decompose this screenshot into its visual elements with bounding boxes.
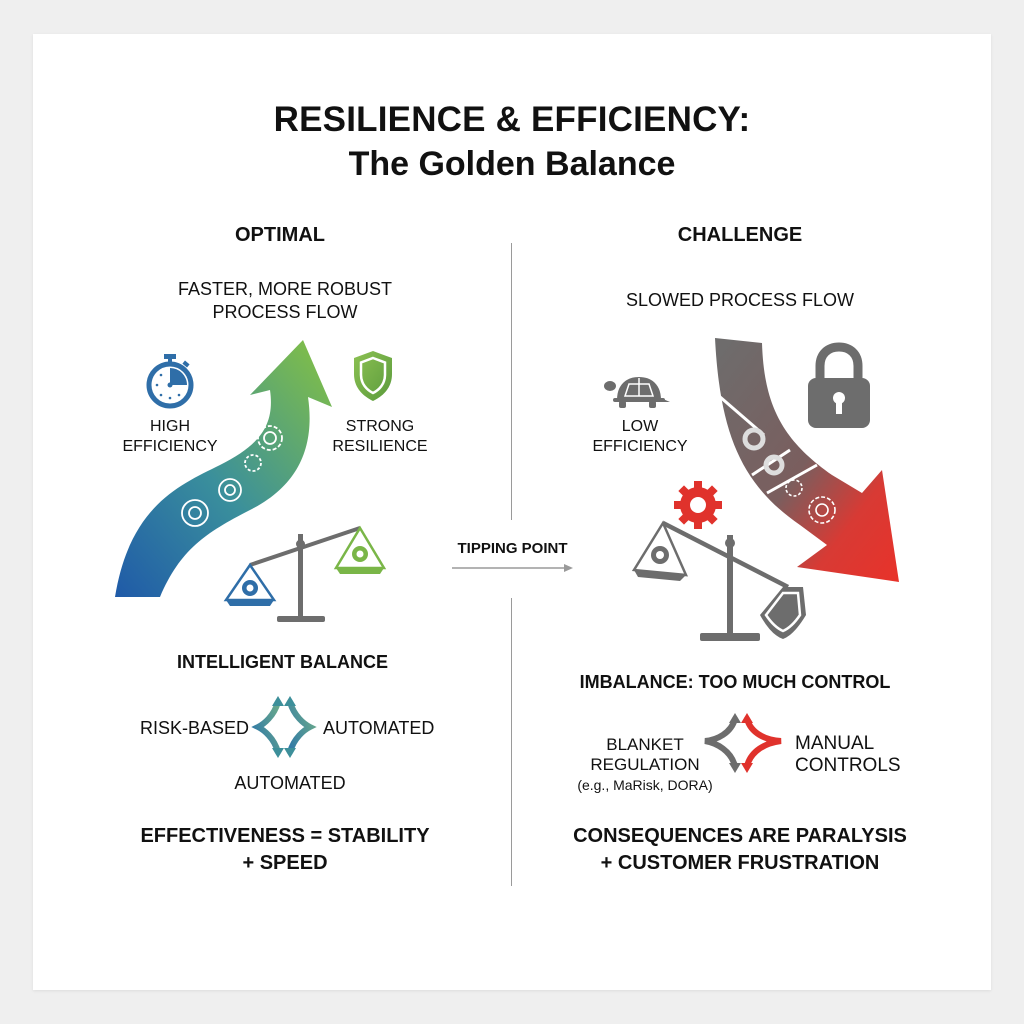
cycle-arrows-icon-right [704, 713, 782, 773]
low-efficiency-line2: EFFICIENCY [592, 438, 688, 455]
left-flow-caption-line1: FASTER, MORE ROBUST [177, 279, 393, 299]
center-divider-top [511, 243, 512, 520]
high-efficiency-label: HIGH EFFICIENCY [110, 417, 230, 457]
low-efficiency-line1: LOW [621, 418, 659, 435]
left-conclusion-line1: EFFECTIVENESS = STABILITY [140, 825, 430, 847]
blanket-regulation-line2: REGULATION [590, 755, 700, 774]
upward-arrow-icon [115, 340, 332, 597]
left-conclusion-line2: + SPEED [242, 852, 328, 874]
right-conclusion-line2: + CUSTOMER FRUSTRATION [600, 852, 880, 874]
high-efficiency-line2: EFFICIENCY [122, 438, 218, 455]
manual-controls-line1: MANUAL [795, 733, 875, 754]
strong-resilience-line2: RESILIENCE [332, 438, 428, 455]
right-conclusion: CONSEQUENCES ARE PARALYSIS + CUSTOMER FR… [550, 823, 930, 877]
left-flow-caption-line2: PROCESS FLOW [212, 302, 358, 322]
strong-resilience-line1: STRONG [345, 418, 415, 435]
imbalance-title: IMBALANCE: TOO MUCH CONTROL [579, 672, 891, 692]
manual-controls-label: MANUAL CONTROLS [795, 733, 901, 777]
intelligent-balance-title: INTELLIGENT BALANCE [177, 652, 388, 672]
padlock-icon [808, 342, 870, 428]
left-conclusion: EFFECTIVENESS = STABILITY + SPEED [120, 823, 450, 877]
right-conclusion-line1: CONSEQUENCES ARE PARALYSIS [573, 825, 907, 847]
center-divider-bottom [511, 598, 512, 886]
cycle-arrows-icon [251, 696, 317, 758]
main-title: RESILIENCE & EFFICIENCY: [273, 100, 751, 139]
tipping-arrow-icon [452, 564, 573, 572]
optimal-header: OPTIMAL [235, 224, 325, 246]
downward-arrow-icon [711, 338, 899, 582]
blanket-regulation-label: BLANKET REGULATION (e.g., MaRisk, DORA) [565, 735, 725, 795]
left-flow-caption: FASTER, MORE ROBUST PROCESS FLOW [140, 278, 430, 324]
risk-based-label: RISK-BASED [140, 718, 250, 738]
turtle-icon [604, 377, 670, 408]
manual-controls-line2: CONTROLS [795, 755, 901, 776]
balance-scale-icon-right [631, 481, 806, 641]
tipping-point-label: TIPPING POINT [457, 540, 568, 557]
strong-resilience-label: STRONG RESILIENCE [320, 417, 440, 457]
right-flow-caption: SLOWED PROCESS FLOW [625, 290, 855, 310]
challenge-header: CHALLENGE [677, 224, 803, 246]
high-efficiency-line1: HIGH [150, 418, 190, 435]
automated-right-label: AUTOMATED [323, 718, 435, 738]
stopwatch-icon [146, 354, 194, 409]
blanket-regulation-line1: BLANKET [606, 735, 684, 754]
blanket-regulation-examples: (e.g., MaRisk, DORA) [577, 777, 713, 793]
main-subtitle: The Golden Balance [348, 145, 676, 183]
automated-bottom-label: AUTOMATED [234, 773, 346, 793]
balance-scale-icon [223, 525, 387, 622]
shield-icon [354, 351, 392, 401]
low-efficiency-label: LOW EFFICIENCY [580, 417, 700, 457]
